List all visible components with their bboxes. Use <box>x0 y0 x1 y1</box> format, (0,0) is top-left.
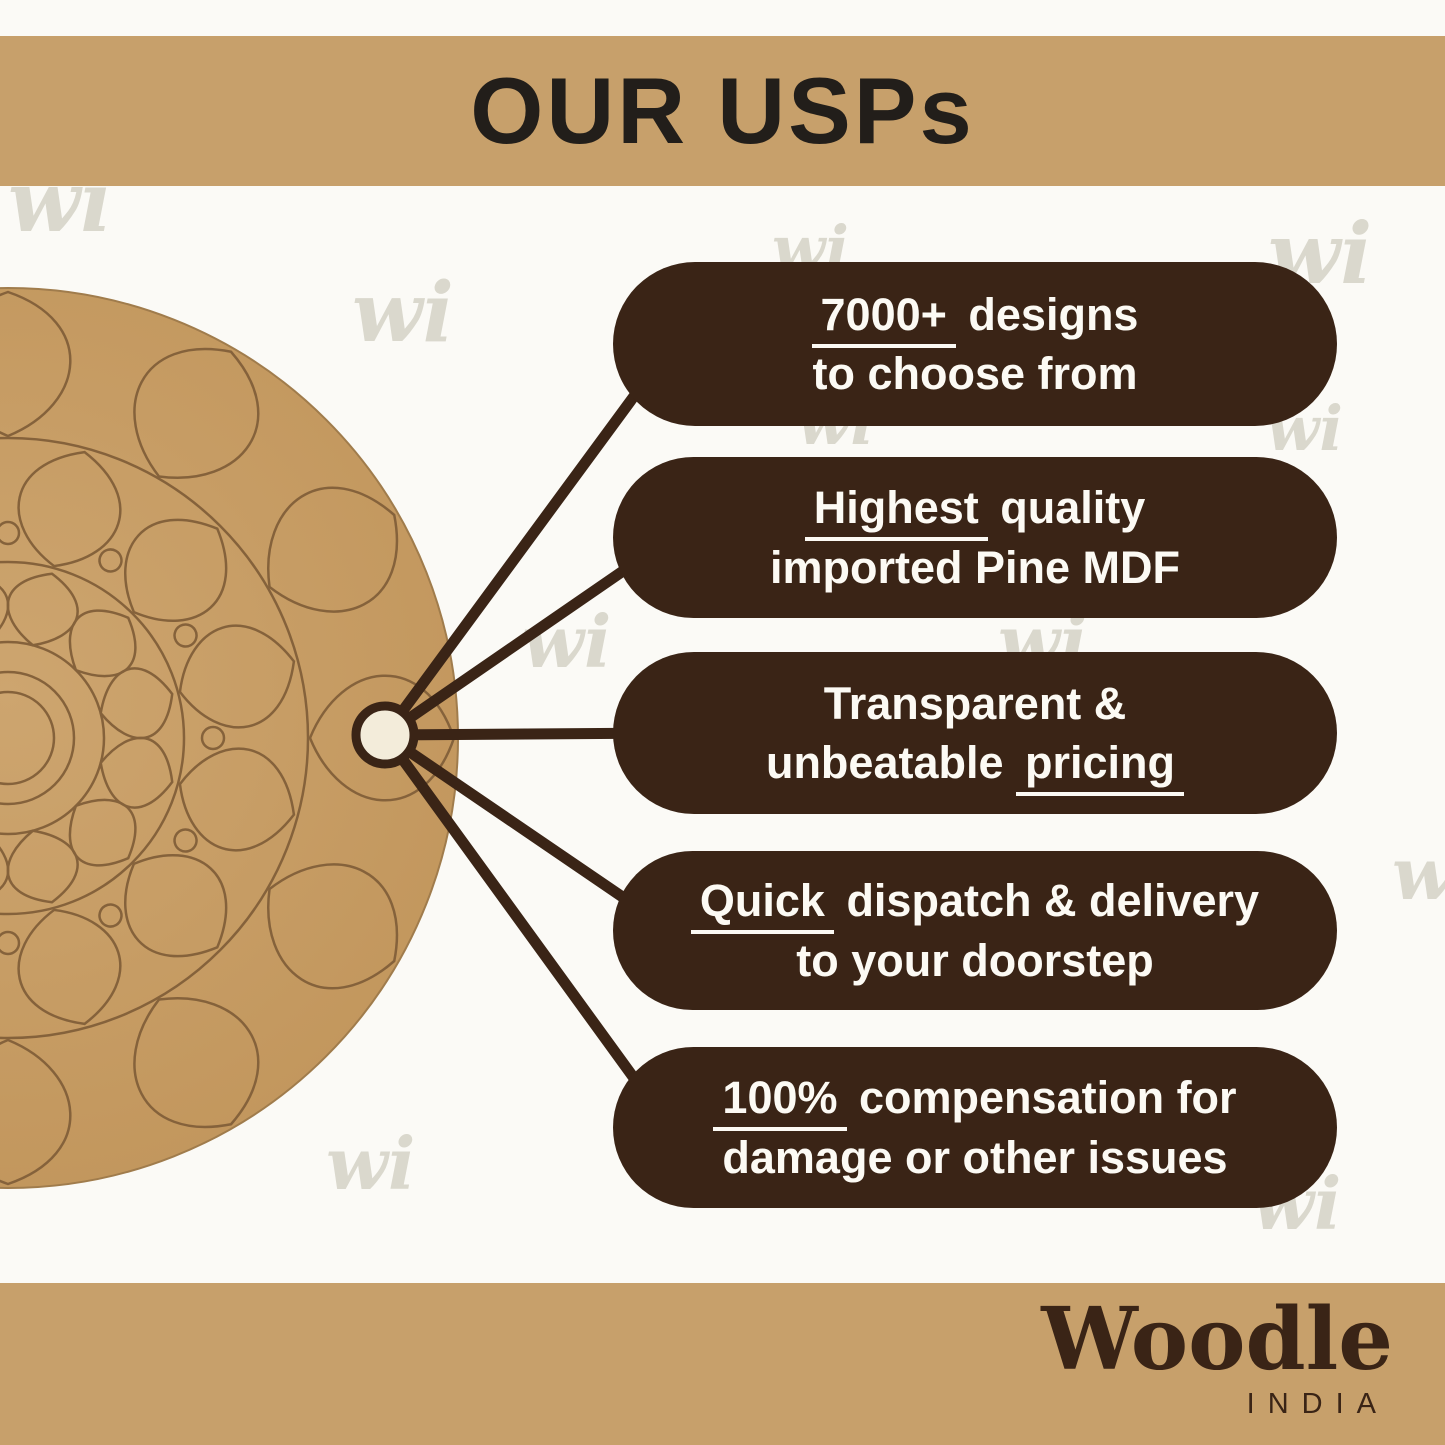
connector-node <box>351 701 419 769</box>
usp-text-line: to your doorstep <box>796 934 1154 986</box>
footer-banner: Woodle INDIA <box>0 1283 1445 1445</box>
usp-text-line: 7000+ designs <box>811 285 1138 348</box>
usp-text-line: Transparent & <box>823 677 1127 729</box>
usp-pill-designs: 7000+ designs to choose from <box>613 262 1337 426</box>
usp-text-line: imported Pine MDF <box>769 541 1180 593</box>
logo-name: Woodle <box>1041 1289 1393 1390</box>
woodle-logo: Woodle INDIA <box>1041 1289 1393 1421</box>
usp-text-line: Quick dispatch & delivery <box>690 871 1259 935</box>
usp-pill-compensation: 100% compensation for damage or other is… <box>613 1047 1337 1208</box>
brand-watermark: wi <box>522 599 612 684</box>
usp-pill-dispatch: Quick dispatch & delivery to your doorst… <box>613 851 1337 1010</box>
usp-text-line: 100% compensation for <box>713 1068 1237 1132</box>
usp-pill-pricing: Transparent & unbeatable pricing <box>613 652 1337 814</box>
usp-text-line: to choose from <box>812 348 1138 399</box>
logo-country: INDIA <box>1246 1388 1389 1421</box>
page-title: OUR USPs <box>470 58 975 163</box>
usp-text-line: damage or other issues <box>722 1131 1228 1183</box>
usp-text-line: unbeatable pricing <box>766 733 1185 796</box>
brand-watermark: wi <box>352 265 454 361</box>
brand-watermark: wi <box>1392 838 1445 910</box>
brand-watermark: wi <box>326 1121 416 1206</box>
usp-text-line: Highest quality <box>804 478 1145 542</box>
usp-pill-quality: Highest quality imported Pine MDF <box>613 457 1337 618</box>
header-banner: OUR USPs <box>0 36 1445 186</box>
